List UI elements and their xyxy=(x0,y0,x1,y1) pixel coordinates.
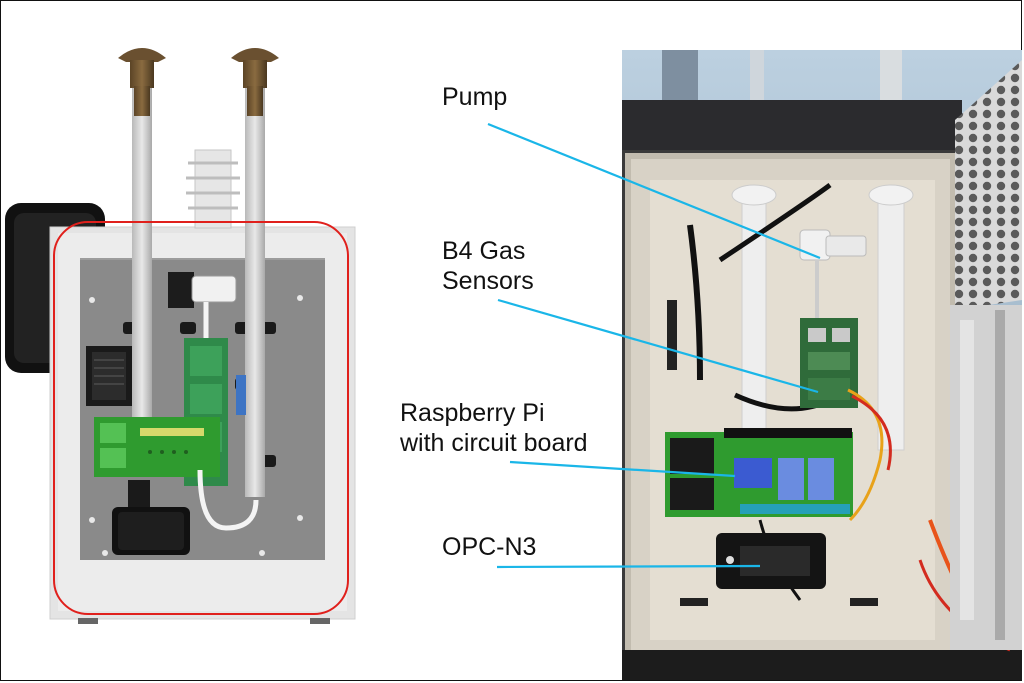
label-raspberry-pi-line1: Raspberry Pi xyxy=(400,399,545,427)
photo-gas-sensor-board xyxy=(800,318,858,408)
pointer-raspberry-pi xyxy=(509,460,736,478)
photo-power-supply xyxy=(950,60,1022,650)
tubing xyxy=(197,469,259,531)
label-opc: OPC-N3 xyxy=(442,533,537,561)
enclosure-photo xyxy=(622,50,1022,680)
enclosure-render xyxy=(5,48,356,624)
label-gas-sensors-line2: Sensors xyxy=(442,267,534,295)
raspberry-pi-board-render xyxy=(94,417,220,477)
label-gas-sensors: B4 Gas Sensors xyxy=(442,236,534,296)
pointer-lines xyxy=(487,122,821,569)
pointer-opc xyxy=(496,564,761,569)
pointer-pump xyxy=(487,122,821,260)
label-raspberry-pi: Raspberry Pi with circuit board xyxy=(400,398,588,458)
pointer-gas-sensors xyxy=(497,298,819,394)
pipe-cap-left xyxy=(118,48,166,116)
pipe-cap-right xyxy=(231,48,279,116)
opc-render xyxy=(112,480,190,555)
radiation-shield xyxy=(186,149,240,229)
photo-raspberry-pi-board xyxy=(665,428,853,517)
label-pump: Pump xyxy=(442,83,508,111)
side-module xyxy=(86,346,132,406)
inlet-pipe-left xyxy=(132,82,152,422)
label-gas-sensors-line1: B4 Gas xyxy=(442,237,526,265)
label-raspberry-pi-line2: with circuit board xyxy=(400,429,588,457)
photo-opc xyxy=(716,533,826,589)
highlight-outline xyxy=(53,221,349,615)
inlet-pipe-right xyxy=(245,82,265,497)
